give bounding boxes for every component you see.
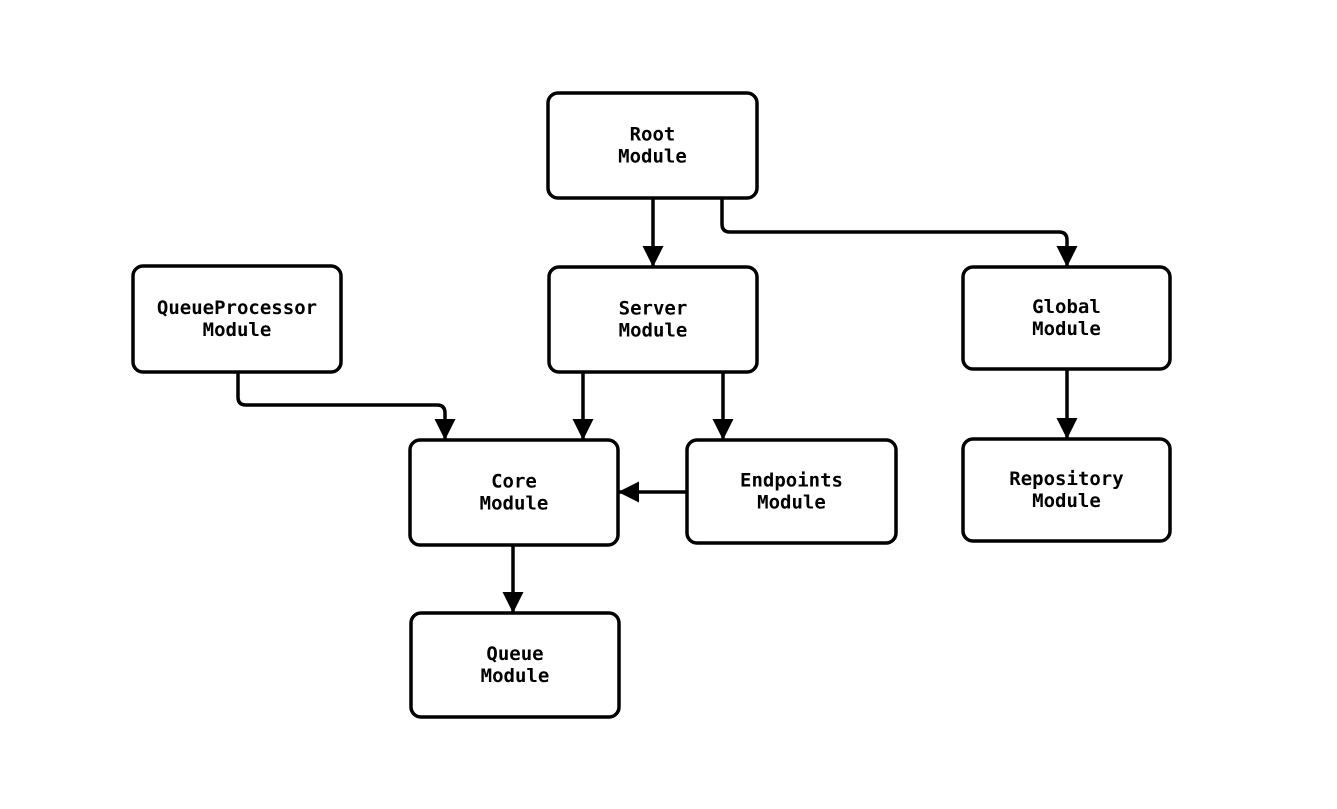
node-core-box <box>408 438 620 547</box>
edge-queueprocessor-to-core <box>236 372 456 440</box>
node-queue-box <box>409 611 621 719</box>
edges-layer <box>236 198 1078 613</box>
node-queueprocessor-box <box>131 264 343 374</box>
node-server-box <box>547 265 759 374</box>
edge-root-to-global <box>720 198 1078 267</box>
node-endpoints-box <box>685 438 898 545</box>
node-root-box <box>546 91 759 200</box>
node-repository-box <box>961 437 1172 543</box>
node-global-box <box>961 265 1172 371</box>
